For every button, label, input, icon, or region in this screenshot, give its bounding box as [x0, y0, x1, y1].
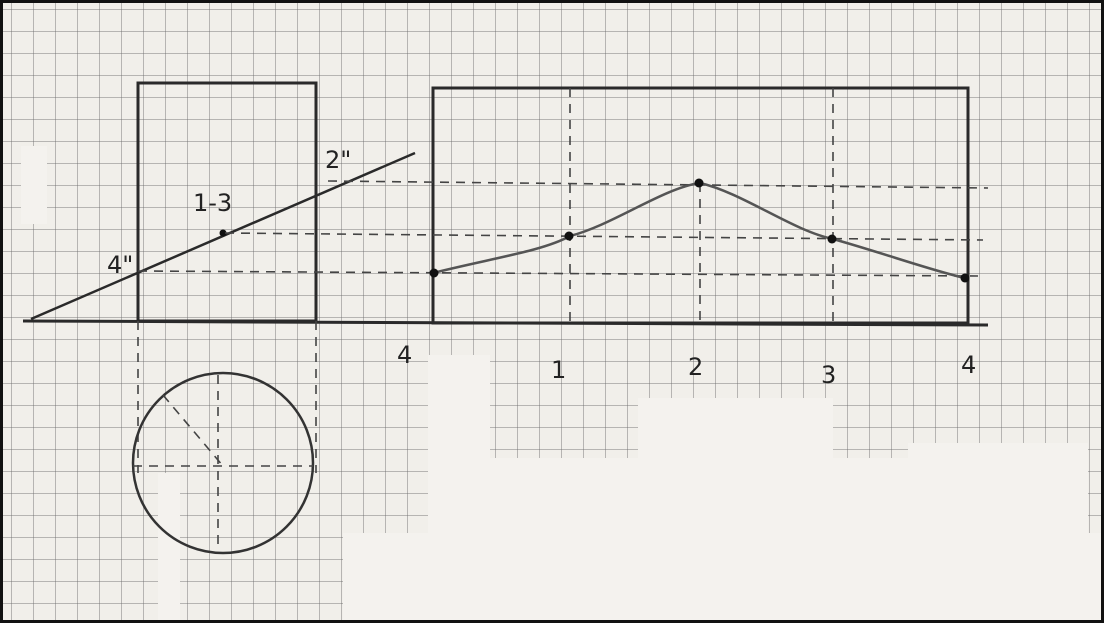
blank-patch-left	[21, 146, 47, 224]
projection-line-bottom	[137, 270, 979, 277]
label-helix-left: 4"	[107, 251, 133, 279]
projection-line-top	[327, 180, 989, 189]
blank-patch-small	[158, 473, 180, 620]
curve-point-end	[960, 273, 970, 283]
curve-point-1	[564, 231, 574, 241]
helix-curve	[432, 181, 966, 280]
cylinder-front-view	[136, 81, 318, 323]
label-axis-start: 4	[397, 341, 412, 369]
blank-patch-right-top	[638, 398, 833, 463]
helix-drawing: 2" 1-3 4" 4 1 2 3 4	[22, 81, 989, 555]
development-rectangle	[431, 86, 970, 325]
label-helix-top: 2"	[325, 146, 351, 174]
curve-point-start	[429, 268, 439, 278]
label-axis-1: 1	[551, 356, 566, 384]
blank-patch-middle	[428, 355, 490, 535]
blank-patch-right	[908, 443, 1088, 620]
incline-point	[219, 229, 227, 237]
plan-view-circle	[131, 371, 315, 555]
plan-diagonal	[162, 394, 224, 467]
curve-point-3	[827, 234, 837, 244]
label-helix-mid: 1-3	[193, 189, 232, 217]
label-axis-3: 3	[821, 361, 836, 389]
curve-point-2	[694, 178, 704, 188]
label-axis-end: 4	[961, 351, 976, 379]
projection-line-middle	[224, 232, 984, 241]
label-axis-2: 2	[688, 353, 703, 381]
